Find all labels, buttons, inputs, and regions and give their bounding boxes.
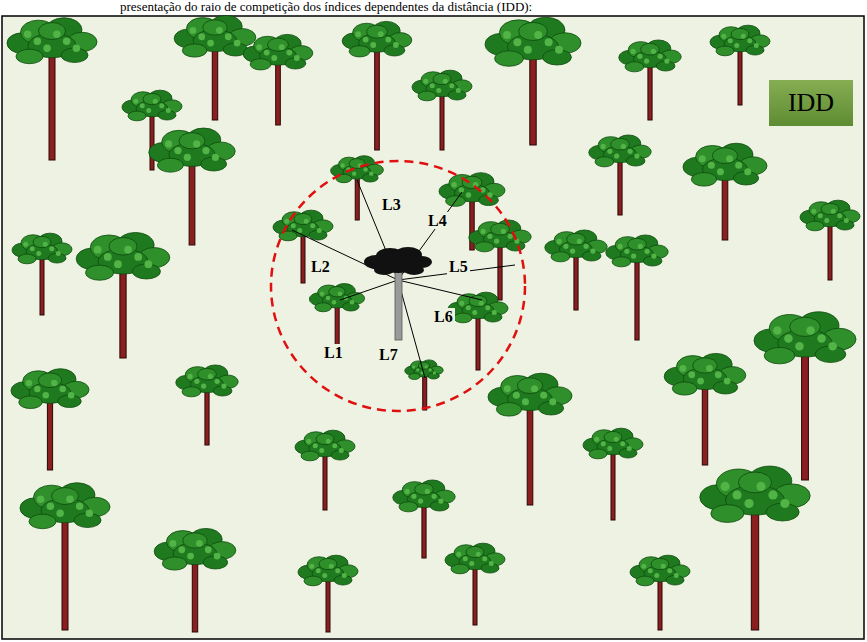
tree: [448, 292, 508, 370]
tree: [583, 428, 643, 520]
tree: [154, 528, 236, 632]
distance-line: [398, 280, 482, 300]
tree: [393, 480, 455, 558]
subject-tree: [364, 247, 432, 340]
tree: [298, 555, 358, 632]
tree: [405, 360, 443, 410]
tree: [273, 210, 333, 283]
tree: [7, 18, 97, 160]
tree: [710, 25, 770, 105]
tree: [12, 233, 72, 315]
tree: [664, 353, 746, 465]
distance-label: L6: [432, 308, 455, 325]
distance-label: L2: [309, 258, 332, 275]
tree: [700, 466, 810, 630]
tree: [243, 34, 313, 125]
box-label: IDD: [788, 88, 834, 118]
tree: [176, 365, 238, 445]
figure-title: presentação do raio de competição dos ín…: [120, 0, 532, 14]
ground-frame: [2, 16, 864, 639]
distance-label: L4: [426, 212, 449, 229]
tree: [589, 135, 651, 215]
distance-label: L3: [380, 196, 403, 213]
tree: [149, 128, 235, 245]
tree: [606, 235, 668, 340]
tree: [295, 430, 355, 510]
tree: [488, 373, 572, 505]
tree: [331, 156, 384, 220]
tree: [445, 543, 505, 625]
tree: [683, 143, 767, 240]
tree: [545, 230, 607, 310]
tree: [619, 40, 681, 120]
distance-label: L5: [447, 258, 470, 275]
tree: [11, 369, 89, 470]
tree: [342, 21, 412, 150]
distance-label: L1: [322, 344, 345, 361]
tree: [20, 483, 110, 630]
tree: [630, 555, 690, 630]
tree: [174, 15, 256, 120]
tree: [76, 232, 170, 358]
tree: [800, 200, 860, 280]
label-box: IDD: [769, 80, 853, 126]
tree: [485, 17, 581, 145]
distance-label: L7: [377, 346, 400, 363]
tree: [412, 70, 472, 150]
distance-line: [340, 280, 398, 300]
competition-radius: [271, 161, 525, 411]
tree: [754, 312, 856, 480]
